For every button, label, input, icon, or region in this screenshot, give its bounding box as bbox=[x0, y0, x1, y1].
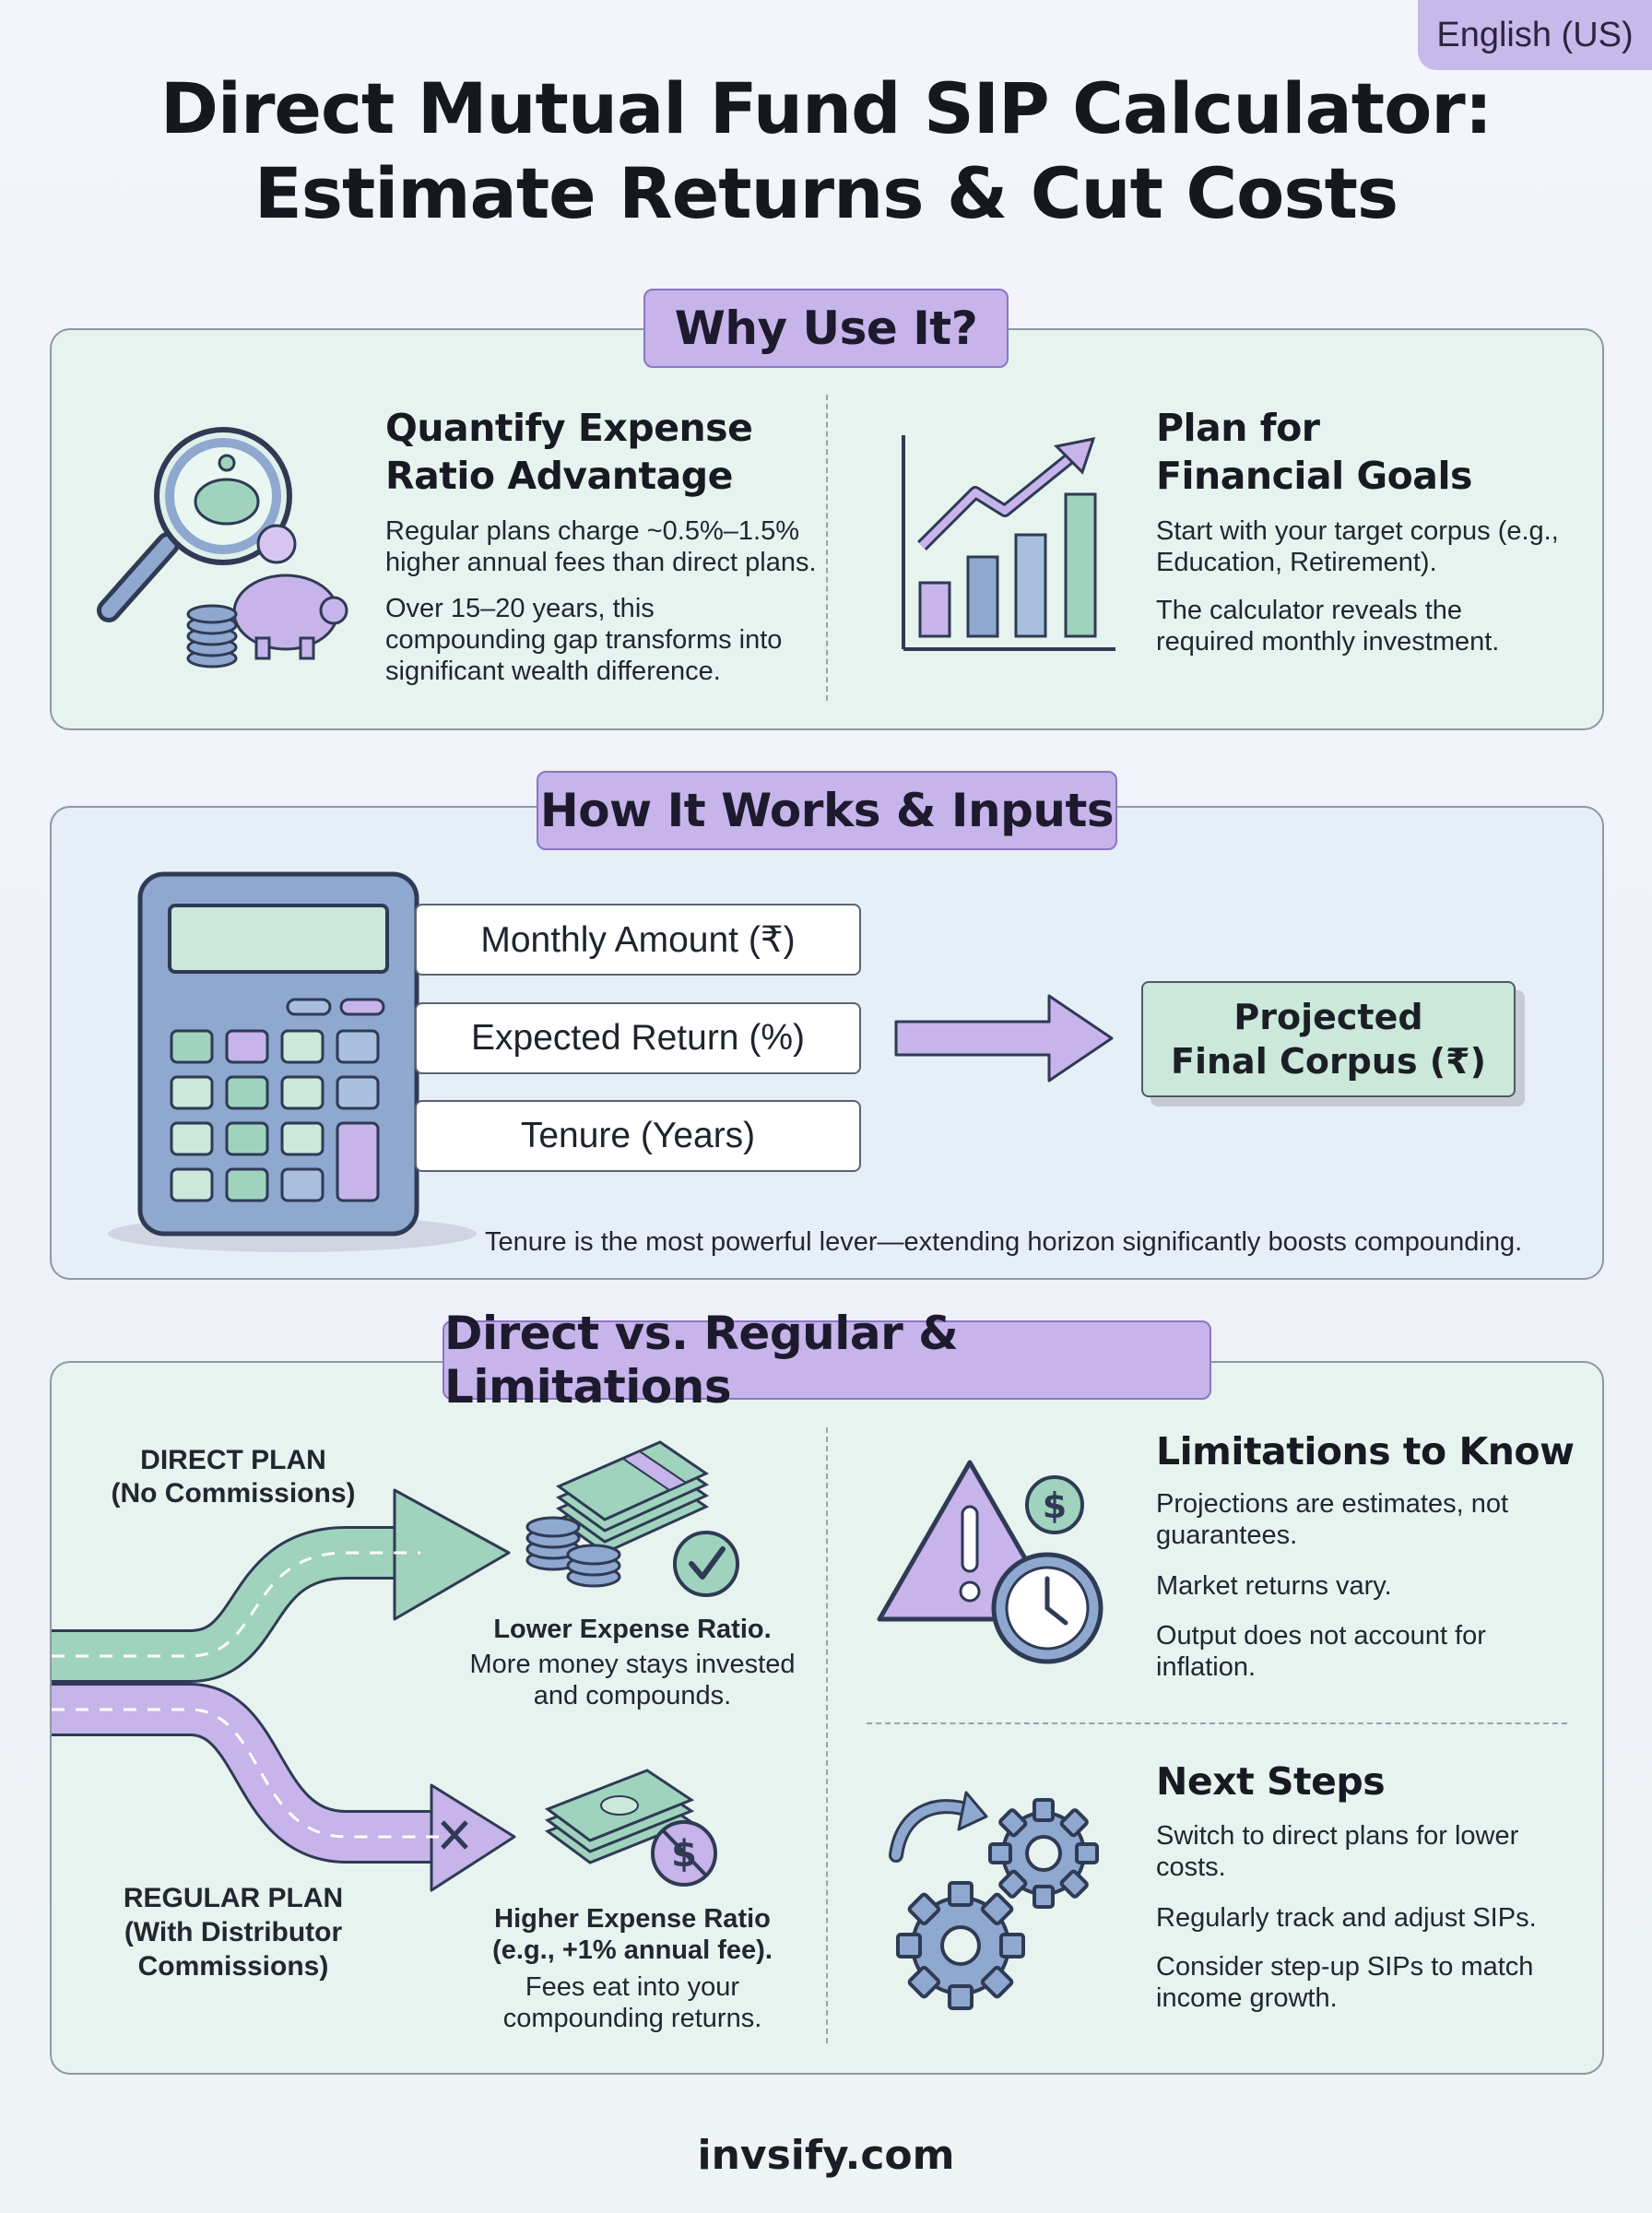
money-check-icon bbox=[525, 1440, 739, 1597]
page-title: Direct Mutual Fund SIP Calculator: Estim… bbox=[92, 66, 1560, 236]
direct-plan-label: DIRECT PLAN (No Commissions) bbox=[111, 1445, 356, 1509]
tenure-input[interactable]: Tenure (Years) bbox=[415, 1100, 861, 1172]
svg-text:$: $ bbox=[1043, 1485, 1067, 1526]
next-step-item-3: Consider step-up SIPs to match income gr… bbox=[1156, 1952, 1534, 2013]
expense-ratio-text-2: Over 15–20 years, this compounding gap t… bbox=[385, 594, 783, 686]
why-divider bbox=[826, 395, 828, 701]
limitation-item-1: Projections are estimates, not guarantee… bbox=[1156, 1489, 1509, 1550]
comparison-heading: Direct vs. Regular & Limitations bbox=[442, 1307, 1211, 1414]
warning-clock-icon: $ bbox=[877, 1460, 1103, 1664]
expected-return-input[interactable]: Expected Return (%) bbox=[415, 1002, 861, 1074]
tenure-note: Tenure is the most powerful lever—extend… bbox=[485, 1227, 1523, 1257]
financial-goals-text-1: Start with your target corpus (e.g., Edu… bbox=[1156, 516, 1559, 577]
expense-ratio-text-1: Regular plans charge ~0.5%–1.5% higher a… bbox=[385, 516, 817, 577]
limitations-title: Limitations to Know bbox=[1156, 1429, 1575, 1473]
arrow-right-icon bbox=[894, 994, 1114, 1083]
projected-corpus-output: Projected Final Corpus (₹) bbox=[1141, 981, 1516, 1097]
expense-ratio-title: Quantify Expense Ratio Advantage bbox=[385, 406, 753, 498]
calculator-icon bbox=[108, 871, 477, 1252]
limitation-item-3: Output does not account for inflation. bbox=[1156, 1621, 1486, 1682]
regular-plan-label: REGULAR PLAN (With Distributor Commissio… bbox=[123, 1883, 344, 1982]
language-selector[interactable]: English (US) bbox=[1418, 0, 1652, 70]
how-it-works-heading: How It Works & Inputs bbox=[537, 771, 1117, 850]
limitations-divider bbox=[867, 1722, 1567, 1724]
comparison-divider bbox=[826, 1427, 828, 2043]
plan-paths-diagram bbox=[52, 1488, 516, 1892]
next-step-item-2: Regularly track and adjust SIPs. bbox=[1156, 1903, 1537, 1933]
financial-goals-title: Plan for Financial Goals bbox=[1156, 406, 1472, 498]
regular-cost: Higher Expense Ratio (e.g., +1% annual f… bbox=[492, 1904, 773, 2033]
next-step-item-1: Switch to direct plans for lower costs. bbox=[1156, 1821, 1519, 1882]
financial-goals-text-2: The calculator reveals the required mont… bbox=[1156, 596, 1500, 657]
direct-benefit: Lower Expense Ratio. More money stays in… bbox=[469, 1615, 796, 1710]
growth-chart-icon bbox=[902, 435, 1115, 651]
footer-site-link[interactable]: invsify.com bbox=[697, 2132, 955, 2179]
title-line-2: Estimate Returns & Cut Costs bbox=[254, 152, 1398, 234]
title-line-1: Direct Mutual Fund SIP Calculator: bbox=[159, 67, 1493, 149]
monthly-amount-input[interactable]: Monthly Amount (₹) bbox=[415, 904, 861, 976]
why-use-it-heading: Why Use It? bbox=[643, 289, 1009, 368]
magnifier-piggy-icon bbox=[97, 427, 348, 669]
next-steps-title: Next Steps bbox=[1156, 1759, 1386, 1804]
limitation-item-2: Market returns vary. bbox=[1156, 1571, 1392, 1601]
gears-icon bbox=[889, 1791, 1099, 2010]
money-fee-icon: $ bbox=[544, 1769, 717, 1887]
